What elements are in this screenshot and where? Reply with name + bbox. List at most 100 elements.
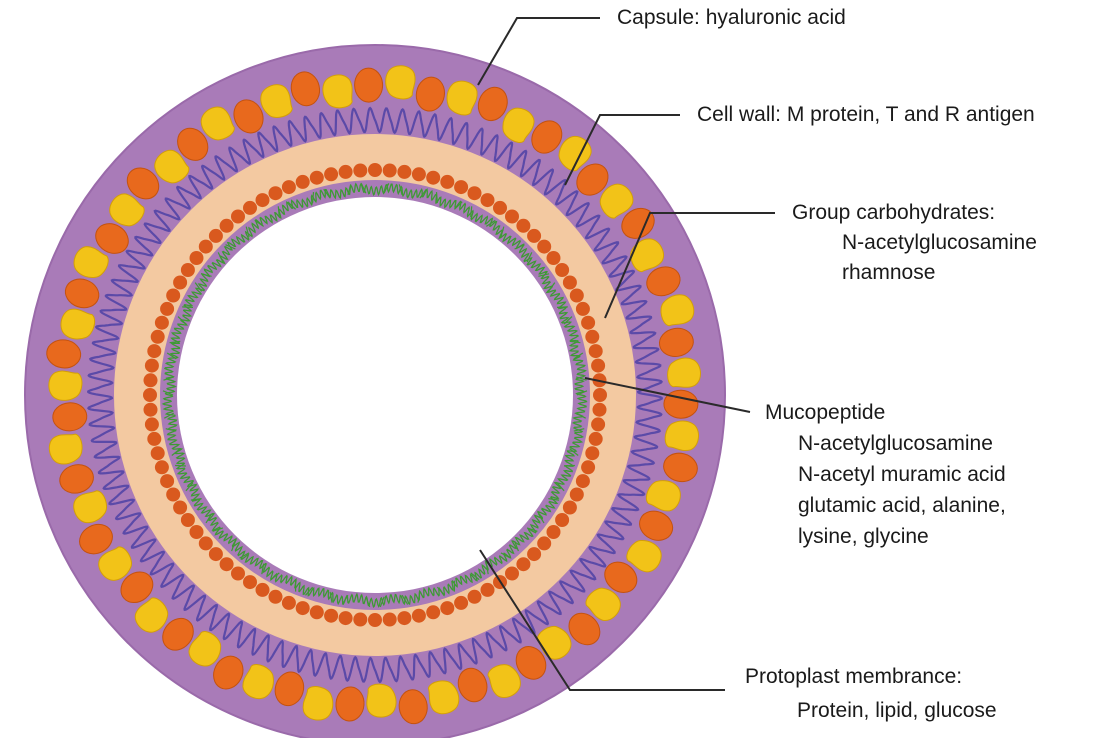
membrane-bead — [570, 488, 584, 502]
membrane-bead — [581, 316, 595, 330]
membrane-bead — [397, 611, 411, 625]
membrane-bead — [593, 388, 607, 402]
membrane-bead — [576, 474, 590, 488]
membrane-bead — [231, 567, 245, 581]
m-protein-blob — [354, 68, 383, 103]
membrane-bead — [527, 229, 541, 243]
membrane-bead — [440, 601, 454, 615]
membrane-bead — [144, 373, 158, 387]
membrane-bead — [505, 210, 519, 224]
protoplast-fiber-branch — [557, 307, 568, 308]
t-antigen-blob — [48, 371, 82, 401]
membrane-bead — [493, 201, 507, 215]
membrane-bead — [282, 596, 296, 610]
membrane-bead — [426, 605, 440, 619]
membrane-bead — [173, 276, 187, 290]
membrane-bead — [256, 193, 270, 207]
membrane-bead — [555, 513, 569, 527]
membrane-bead — [147, 344, 161, 358]
membrane-bead — [547, 251, 561, 265]
membrane-bead — [537, 536, 551, 550]
membrane-bead — [147, 432, 161, 446]
mucopeptide-line-1: N-acetylglucosamine — [798, 431, 1006, 457]
cytoplasm — [177, 197, 573, 593]
membrane-bead — [151, 446, 165, 460]
protoplast-line-1: Protein, lipid, glucose — [797, 698, 997, 724]
membrane-bead — [269, 590, 283, 604]
membrane-bead — [368, 613, 382, 627]
cell-wall-label-text: Cell wall: M protein, T and R antigen — [697, 102, 1035, 128]
membrane-bead — [591, 417, 605, 431]
membrane-bead — [481, 193, 495, 207]
membrane-bead — [537, 240, 551, 254]
m-protein-blob — [663, 390, 698, 419]
membrane-bead — [589, 432, 603, 446]
membrane-bead — [173, 501, 187, 515]
membrane-bead — [231, 210, 245, 224]
mucopeptide-line-3: glutamic acid, alanine, — [798, 493, 1006, 519]
membrane-bead — [481, 583, 495, 597]
mucopeptide-title: Mucopeptide — [765, 400, 1006, 426]
membrane-bead — [353, 613, 367, 627]
membrane-bead — [181, 513, 195, 527]
membrane-bead — [563, 501, 577, 515]
membrane-bead — [505, 567, 519, 581]
membrane-bead — [555, 263, 569, 277]
membrane-bead — [282, 180, 296, 194]
group-carbohydrates-title: Group carbohydrates: — [792, 200, 1037, 226]
membrane-bead — [199, 536, 213, 550]
membrane-bead — [339, 165, 353, 179]
protoplast-title: Protoplast membrance: — [745, 664, 997, 690]
membrane-bead — [209, 547, 223, 561]
protoplast-label: Protoplast membrance: Protein, lipid, gl… — [745, 664, 997, 724]
membrane-bead — [243, 575, 257, 589]
membrane-bead — [547, 525, 561, 539]
membrane-bead — [589, 344, 603, 358]
protoplast-fiber-branch — [564, 466, 575, 467]
membrane-bead — [454, 596, 468, 610]
membrane-bead — [397, 165, 411, 179]
membrane-bead — [220, 557, 234, 571]
membrane-bead — [570, 289, 584, 303]
membrane-bead — [516, 557, 530, 571]
membrane-bead — [199, 240, 213, 254]
membrane-bead — [426, 171, 440, 185]
mucopeptide-line-4: lysine, glycine — [798, 524, 1006, 550]
membrane-bead — [145, 417, 159, 431]
membrane-bead — [145, 359, 159, 373]
membrane-bead — [190, 525, 204, 539]
membrane-bead — [324, 167, 338, 181]
mucopeptide-label: Mucopeptide N-acetylglucosamine N-acetyl… — [765, 400, 1006, 550]
membrane-bead — [144, 403, 158, 417]
cell-wall-label: Cell wall: M protein, T and R antigen — [697, 102, 1035, 128]
membrane-bead — [576, 302, 590, 316]
membrane-bead — [310, 605, 324, 619]
protoplast-fiber-branch — [182, 307, 193, 308]
membrane-bead — [324, 609, 338, 623]
membrane-bead — [581, 460, 595, 474]
membrane-bead — [256, 583, 270, 597]
membrane-bead — [468, 186, 482, 200]
group-carbohydrates-line-2: rhamnose — [842, 260, 1037, 286]
membrane-bead — [383, 164, 397, 178]
membrane-bead — [527, 547, 541, 561]
membrane-bead — [296, 601, 310, 615]
membrane-bead — [585, 330, 599, 344]
membrane-bead — [383, 613, 397, 627]
membrane-bead — [412, 609, 426, 623]
group-carbohydrates-label: Group carbohydrates: N-acetylglucosamine… — [792, 200, 1037, 286]
membrane-bead — [563, 276, 577, 290]
t-antigen-blob — [366, 684, 396, 718]
mucopeptide-line-2: N-acetyl muramic acid — [798, 462, 1006, 488]
membrane-bead — [243, 201, 257, 215]
membrane-bead — [209, 229, 223, 243]
membrane-bead — [155, 316, 169, 330]
membrane-bead — [220, 219, 234, 233]
membrane-bead — [468, 590, 482, 604]
membrane-bead — [516, 219, 530, 233]
membrane-bead — [166, 488, 180, 502]
membrane-bead — [585, 446, 599, 460]
membrane-bead — [440, 175, 454, 189]
membrane-bead — [166, 289, 180, 303]
membrane-bead — [593, 403, 607, 417]
